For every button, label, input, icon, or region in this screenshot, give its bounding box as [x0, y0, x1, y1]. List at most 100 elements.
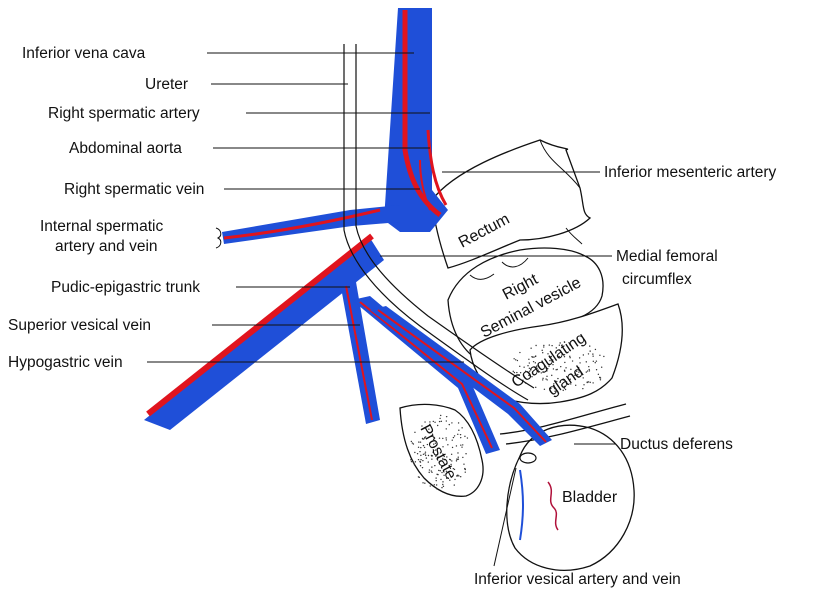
stipple-dot [569, 341, 572, 343]
label-medial-femoral-2: circumflex [622, 271, 692, 288]
stipple-dot [570, 383, 572, 385]
stipple-dot [595, 369, 598, 371]
stipple-dot [418, 476, 420, 479]
stipple-dot [518, 374, 520, 376]
stipple-dot [424, 482, 426, 484]
stipple-dot [417, 458, 420, 461]
stipple-dot [419, 450, 421, 453]
stipple-dot [428, 469, 431, 471]
stipple-dot [516, 359, 519, 362]
stipple-dot [445, 437, 447, 439]
stipple-dot [432, 451, 434, 454]
stipple-dot [427, 461, 429, 463]
stipple-dot [457, 433, 459, 436]
stipple-dot [569, 349, 571, 351]
stipple-dot [528, 374, 530, 377]
stipple-dot [594, 348, 597, 351]
stipple-dot [435, 484, 438, 486]
stipple-dot [586, 370, 589, 372]
stipple-dot [542, 377, 544, 380]
stipple-dot [599, 376, 601, 379]
stipple-dot [445, 428, 447, 430]
stipple-dot [513, 371, 516, 374]
bladder-artery [547, 481, 559, 531]
label-ductus-deferens: Ductus deferens [620, 436, 733, 453]
stipple-dot [451, 439, 453, 441]
stipple-dot [571, 360, 574, 362]
stipple-dot [577, 366, 580, 369]
bladder-shape [506, 424, 635, 571]
stipple-dot [440, 420, 443, 423]
stipple-dot [420, 446, 422, 449]
stipple-dot [438, 420, 441, 423]
coagulating-stipple [512, 341, 605, 392]
stipple-dot [446, 477, 448, 479]
stipple-dot [439, 417, 441, 420]
stipple-dot [430, 470, 432, 472]
leader-internal-spermatic [215, 227, 222, 249]
stipple-dot [553, 383, 555, 385]
stipple-dot [452, 436, 455, 439]
stipple-dot [462, 444, 464, 446]
stipple-dot [464, 435, 466, 438]
stipple-dot [543, 344, 545, 347]
stipple-dot [588, 365, 590, 368]
stipple-dot [429, 485, 431, 487]
stipple-dot [418, 441, 420, 443]
label-superior-vesical-vein: Superior vesical vein [8, 317, 151, 334]
stipple-dot [431, 466, 433, 468]
stipple-dot [432, 438, 435, 441]
vesical-branch-3 [370, 306, 552, 446]
stipple-dot [443, 454, 445, 456]
stipple-dot [453, 468, 456, 471]
stipple-dot [516, 371, 518, 374]
stipple-dot [531, 371, 534, 373]
stipple-dot [424, 453, 426, 455]
stipple-dot [451, 460, 453, 462]
stipple-dot [439, 470, 441, 472]
stipple-dot [559, 342, 561, 344]
stipple-dot [513, 358, 515, 360]
stipple-dot [429, 421, 431, 423]
stipple-dot [420, 454, 422, 457]
stipple-dot [531, 376, 533, 378]
stipple-dot [564, 361, 566, 364]
stipple-dot [461, 446, 463, 448]
stipple-dot [421, 425, 423, 427]
stipple-dot [585, 371, 588, 373]
stipple-dot [419, 464, 422, 467]
stipple-dot [434, 449, 437, 451]
stipple-dot [599, 379, 602, 381]
stipple-dot [574, 374, 576, 376]
stipple-dot [428, 428, 430, 430]
stipple-dot [528, 358, 530, 360]
stipple-dot [455, 460, 458, 462]
stipple-dot [547, 353, 549, 355]
stipple-dot [431, 455, 433, 457]
stipple-dot [528, 367, 531, 370]
stipple-dot [442, 485, 445, 488]
stipple-dot [542, 379, 544, 381]
stipple-dot [545, 367, 547, 370]
stipple-dot [582, 377, 584, 379]
stipple-dot [410, 460, 413, 463]
abdominal-aorta [402, 10, 442, 217]
stipple-dot [463, 463, 465, 465]
stipple-dot [410, 440, 413, 443]
stipple-dot [442, 457, 444, 460]
stipple-dot [417, 446, 420, 448]
stipple-dot [414, 431, 416, 434]
prostate-stipple [410, 414, 469, 490]
stipple-dot [452, 467, 455, 470]
stipple-dot [451, 422, 453, 424]
stipple-dot [456, 474, 458, 477]
stipple-dot [440, 478, 442, 481]
stipple-dot [423, 437, 426, 439]
stipple-dot [464, 471, 466, 473]
stipple-dot [433, 437, 436, 439]
stipple-dot [582, 354, 585, 356]
vesical-branch-2 [352, 296, 500, 454]
stipple-dot [435, 479, 437, 482]
stipple-dot [562, 379, 564, 381]
